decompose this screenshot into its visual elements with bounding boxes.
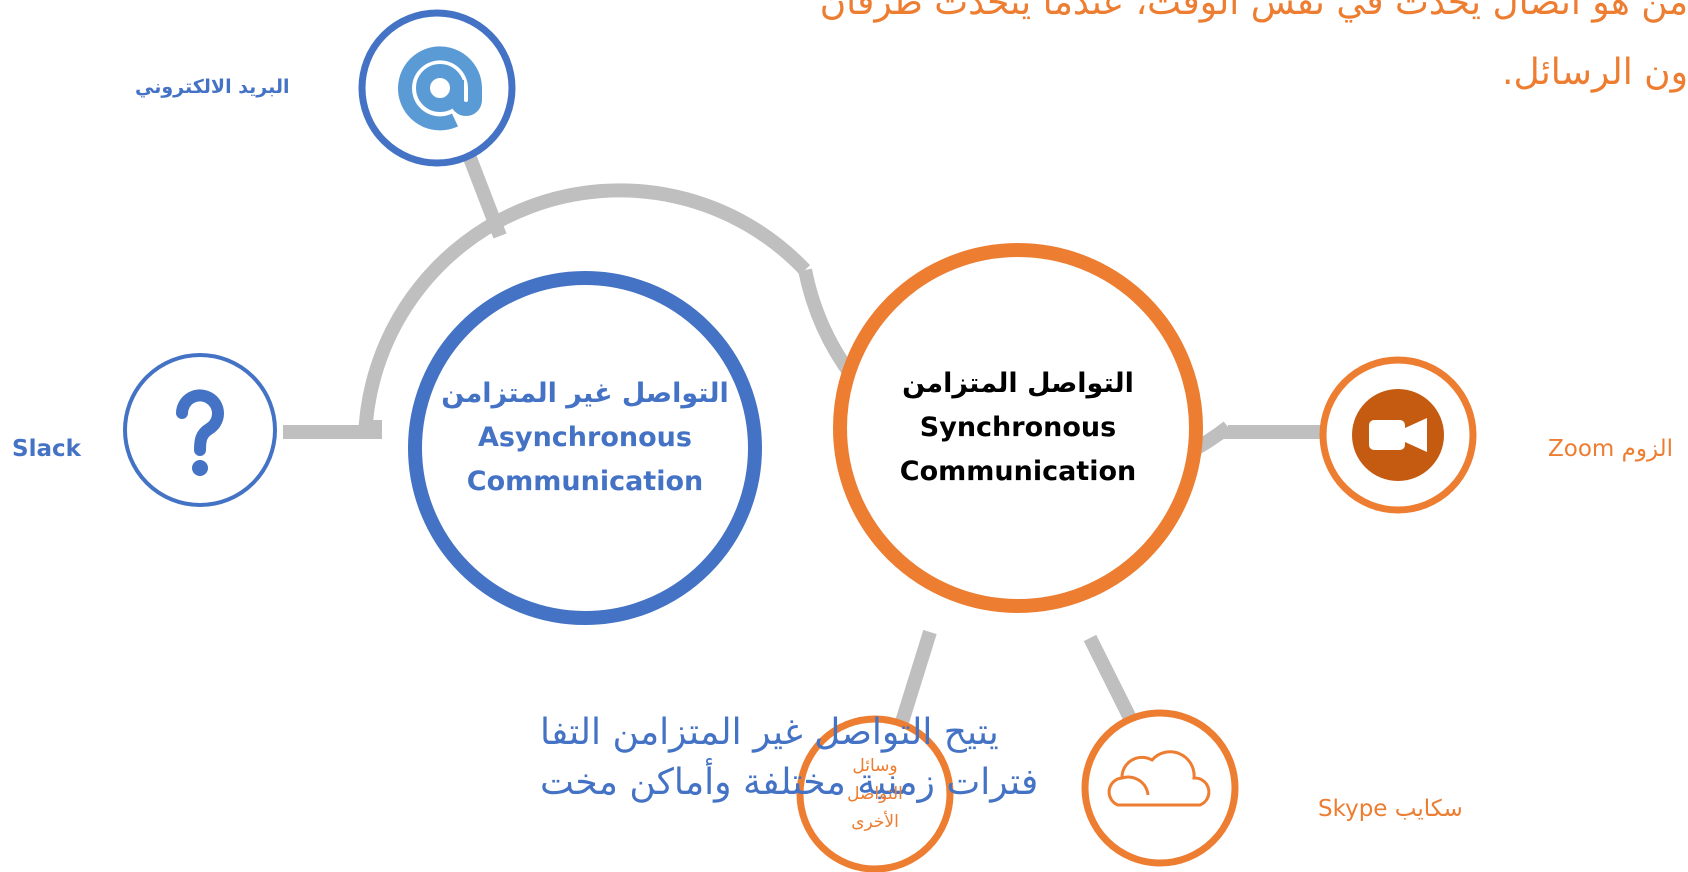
sync-hub-label-en2: Communication (899, 456, 1137, 487)
async-hub-label-en2: Communication (466, 466, 704, 497)
sync-hub-label-en1: Synchronous (919, 412, 1117, 443)
slack-label: Slack (12, 436, 81, 462)
sync-description-line2: ون الرسائل. (1502, 52, 1688, 93)
sync-hub-circle (833, 243, 1203, 613)
slack-spoke (283, 420, 382, 439)
other-label-line1: وسائل (852, 756, 898, 776)
question-icon (176, 389, 224, 476)
async-description-line2: فترات زمنية مختلفة وأماكن مخت (540, 762, 1039, 803)
cloud-icon (1107, 750, 1211, 807)
async-hub-label-ar: التواصل غير المتزامن (441, 378, 729, 409)
sync-description-line1: من هو اتصال يحدث في نفس الوقت، عندما يتح… (819, 0, 1688, 23)
email-label: البريد الالكتروني (135, 76, 290, 98)
email-node (358, 9, 516, 167)
email-spoke (463, 155, 507, 239)
async-hub-circle (408, 271, 762, 625)
zoom-spoke (1221, 425, 1322, 439)
async-description-line1: يتيح التواصل غير المتزامن التفا (540, 712, 999, 753)
other-spoke (895, 629, 937, 725)
skype-spoke (1083, 634, 1137, 722)
sync-hub-label: التواصل المتزامن Synchronous Communicati… (858, 362, 1178, 494)
at-icon (398, 46, 482, 131)
sync-hub-label-ar: التواصل المتزامن (902, 368, 1134, 399)
other-node (796, 715, 954, 872)
async-hub-label: التواصل غير المتزامن Asynchronous Commun… (425, 372, 745, 504)
other-label-line3: الأخرى (851, 812, 899, 832)
skype-label: سكايب Skype (1318, 796, 1463, 822)
async-connector-arc (358, 183, 811, 439)
other-label-line2: التواصل (847, 784, 903, 804)
async-hub-label-en1: Asynchronous (478, 422, 692, 453)
zoom-label: الزوم Zoom (1548, 436, 1674, 462)
other-label: وسائل التواصل الأخرى (800, 752, 950, 836)
skype-node (1081, 709, 1239, 867)
